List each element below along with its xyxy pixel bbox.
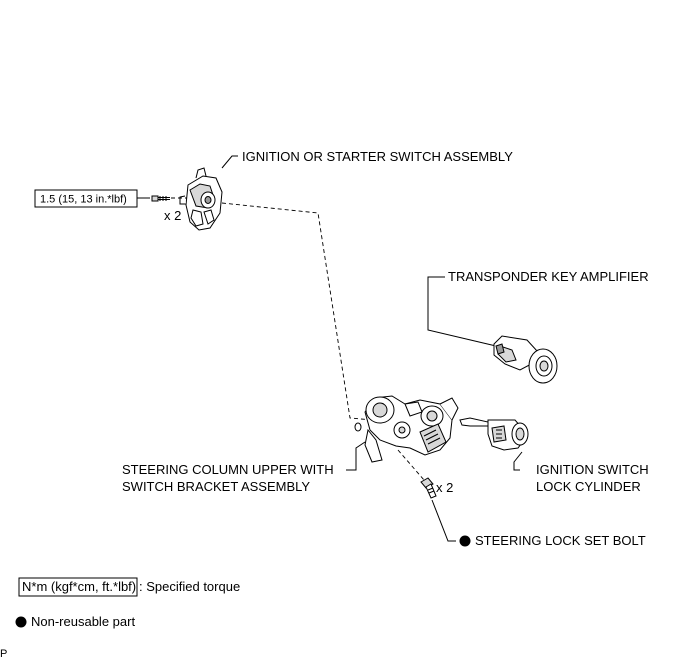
transponder-key-amplifier-label: TRANSPONDER KEY AMPLIFIER — [448, 269, 649, 284]
steering-lock-set-bolt-label: STEERING LOCK SET BOLT — [475, 533, 646, 548]
steering-column-leader-line — [346, 441, 366, 471]
ignition-switch-leader-line — [221, 155, 238, 169]
steering-column-label-line2: SWITCH BRACKET ASSEMBLY — [122, 479, 310, 494]
ignition-switch-assembly-part — [179, 167, 223, 231]
torque-screw — [151, 195, 170, 202]
screw-quantity-text: x 2 — [164, 208, 181, 223]
transponder-key-amplifier-part — [493, 335, 558, 384]
legend-nonreusable-marker — [15, 616, 27, 628]
ignition-switch-assembly-label: IGNITION OR STARTER SWITCH ASSEMBLY — [242, 149, 513, 164]
legend-torque-description: : Specified torque — [139, 579, 240, 594]
nonreusable-marker — [459, 535, 471, 547]
legend-nonreusable-description: Non-reusable part — [31, 614, 135, 629]
transponder-leader-line — [427, 276, 497, 347]
legend-torque-key-box — [18, 577, 138, 597]
lock-cylinder-label-line2: LOCK CYLINDER — [536, 479, 641, 494]
steering-lock-set-bolt-part — [420, 477, 437, 499]
bolt-quantity-text: x 2 — [436, 480, 453, 495]
bolt-leader-line — [431, 499, 456, 542]
steering-column-upper-part — [354, 395, 459, 463]
corner-mark: P — [0, 648, 7, 659]
assembly-dashed-line — [221, 202, 373, 421]
legend-torque-key-text: N*m (kgf*cm, ft.*lbf) — [22, 579, 136, 594]
bolt-dashed-line — [397, 449, 425, 481]
ignition-switch-lock-cylinder-part — [459, 417, 529, 451]
steering-column-label-line1: STEERING COLUMN UPPER WITH — [122, 462, 334, 477]
lock-cylinder-leader-line — [513, 451, 523, 471]
torque-value-text: 1.5 (15, 13 in.*lbf) — [40, 194, 127, 206]
lock-cylinder-label-line1: IGNITION SWITCH — [536, 462, 649, 477]
